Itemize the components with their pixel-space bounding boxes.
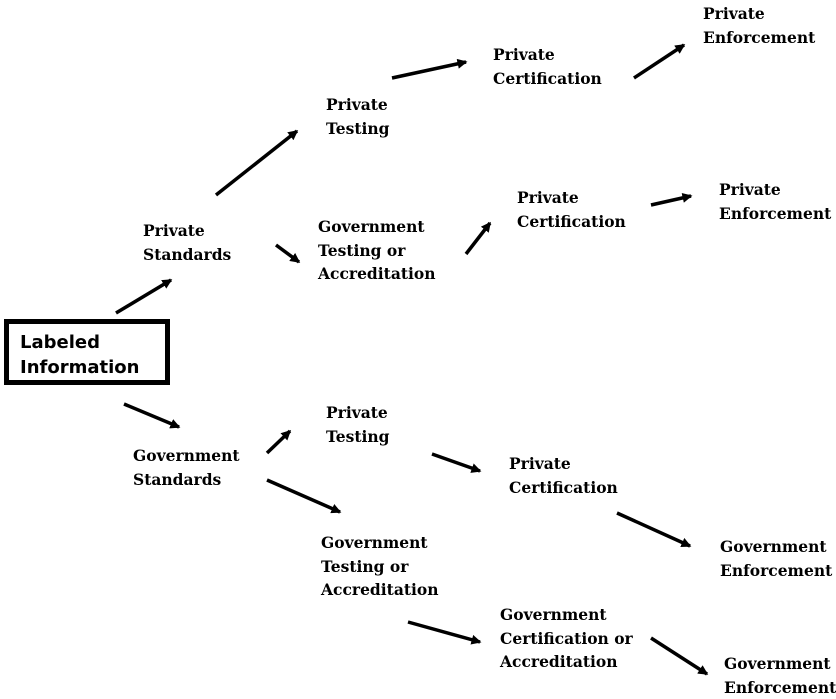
node-line: Private [719,178,831,202]
arrow-private-certification-to-government-enforcement [617,513,690,546]
node-line: Government [321,531,439,555]
node-private-standards: Private Standards [143,219,231,266]
node-line: Enforcement [719,202,831,226]
node-line: Private [509,452,618,476]
root-line-1: Labeled [20,330,139,355]
node-line: Certification [517,210,626,234]
node-line: Accreditation [321,578,439,602]
arrow-government-testing-to-private-certification [466,223,490,254]
arrow-root-to-government-standards [124,404,179,427]
node-private-certification-lower: Private Certification [509,452,618,499]
node-line: Testing [326,117,390,141]
arrow-private-testing-to-private-certification-lower [432,454,480,471]
node-line: Testing or [318,239,436,263]
node-line: Accreditation [318,262,436,286]
root-line-2: Information [20,355,139,380]
node-line: Government [500,603,633,627]
node-line: Government [133,444,240,468]
node-line: Enforcement [703,26,815,50]
node-line: Enforcement [724,676,836,699]
arrow-private-certification-to-private-enforcement-mid [651,196,691,205]
node-line: Certification [493,67,602,91]
node-line: Certification or [500,627,633,651]
node-line: Standards [143,243,231,267]
node-line: Testing or [321,555,439,579]
node-private-certification-top: Private Certification [493,43,602,90]
node-line: Government [724,652,836,676]
arrow-government-standards-to-private-testing [267,431,290,453]
arrow-private-standards-to-government-testing [276,245,299,262]
arrow-government-certification-to-government-enforcement [651,638,707,674]
node-government-certification: Government Certification or Accreditatio… [500,603,633,674]
node-private-enforcement-mid: Private Enforcement [719,178,831,225]
arrow-private-standards-to-private-testing [216,131,297,195]
node-line: Private [493,43,602,67]
node-line: Private [326,401,390,425]
node-line: Government [318,215,436,239]
node-line: Certification [509,476,618,500]
node-line: Government [720,535,832,559]
arrow-private-certification-to-private-enforcement-top [634,45,684,78]
node-government-enforcement-mid: Government Enforcement [720,535,832,582]
node-government-testing-lower: Government Testing or Accreditation [321,531,439,602]
node-line: Accreditation [500,650,633,674]
arrow-root-to-private-standards [116,280,171,313]
node-line: Testing [326,425,390,449]
node-line: Private [517,186,626,210]
arrow-government-standards-to-government-testing [267,480,340,512]
node-private-testing-lower: Private Testing [326,401,390,448]
node-private-testing-upper: Private Testing [326,93,390,140]
node-line: Private [326,93,390,117]
arrow-private-testing-to-private-certification [392,62,466,78]
labeled-information-label: Labeled Information [20,330,139,380]
node-line: Enforcement [720,559,832,583]
node-government-standards: Government Standards [133,444,240,491]
node-government-testing-upper: Government Testing or Accreditation [318,215,436,286]
node-line: Private [703,2,815,26]
arrow-government-testing-to-government-certification [408,622,480,642]
node-line: Standards [133,468,240,492]
node-private-certification-mid: Private Certification [517,186,626,233]
node-government-enforcement-bottom: Government Enforcement [724,652,836,699]
node-private-enforcement-top: Private Enforcement [703,2,815,49]
node-line: Private [143,219,231,243]
